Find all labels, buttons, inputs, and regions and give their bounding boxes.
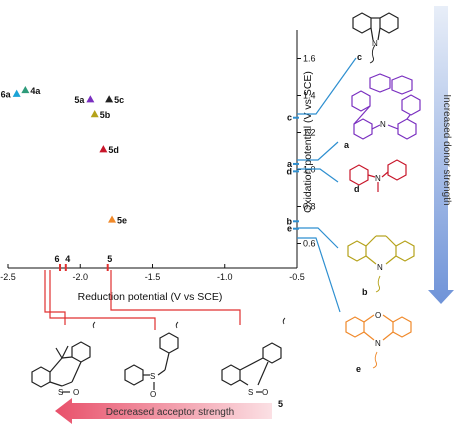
acceptor-6-atom-s: S [58, 388, 63, 397]
donor-structure-d [349, 159, 407, 192]
acceptor-5-label: 5 [278, 399, 283, 409]
donor-structure-c [352, 12, 399, 64]
y-marker-label-c: c [287, 113, 292, 123]
y-tick-label: 1.2 [303, 128, 316, 138]
donor-structure-b [347, 235, 415, 293]
x-tick-label: -2.0 [72, 272, 88, 282]
acceptor-6-atom-o: O [73, 388, 79, 397]
donor-structure-e [345, 314, 412, 369]
point-label-5b: 5b [100, 110, 111, 120]
donor-e-atom-n: N [375, 339, 381, 348]
acceptor-structure-5 [221, 317, 286, 393]
acceptor-5-atom-s: S [248, 388, 253, 397]
y-tick-label: 1.4 [303, 91, 316, 101]
point-label-6a: 6a [1, 90, 12, 100]
point-label-5c: 5c [114, 95, 124, 105]
acceptor-structure-6 [31, 321, 96, 393]
point-label-5a: 5a [74, 95, 85, 105]
point-4a [21, 85, 30, 94]
x-tick-label: -0.5 [289, 272, 305, 282]
connector-donor-c [297, 57, 357, 115]
donor-e-label: e [356, 364, 361, 374]
donor-e-atom-o: O [375, 311, 381, 320]
donor-d-atom: N [375, 174, 381, 183]
x-marker-label-4: 4 [65, 254, 70, 264]
point-label-4a: 4a [30, 86, 41, 96]
donor-a-atom: N [380, 120, 386, 129]
y-tick-label: 1.6 [303, 54, 316, 64]
connector-donor-e [297, 237, 341, 313]
scatter-plot: -2.5-2.0-1.5-1.0-0.5 0.60.81.01.21.41.6 … [0, 30, 316, 303]
donor-c-label: c [357, 52, 362, 62]
y-tick-label: 0.6 [303, 239, 316, 249]
connector-acceptor-5 [110, 270, 241, 325]
donor-b-atom: N [377, 263, 383, 272]
x-axis-ticks: -2.5 -2.0 -1.5 -1.0 -0.5 [0, 264, 305, 282]
donor-strength-arrow: Increased donor strength [428, 6, 454, 304]
donor-d-label: d [354, 184, 360, 194]
point-5e [108, 215, 117, 223]
point-5b [90, 110, 99, 118]
donor-arrow-text: Increased donor strength [441, 94, 452, 205]
point-5d [99, 145, 108, 153]
x-marker-label-6: 6 [55, 254, 60, 264]
donor-a-label: a [344, 140, 350, 150]
connector-donor-d [297, 168, 339, 183]
y-marker-label-d: d [287, 166, 293, 176]
point-5a [86, 95, 95, 103]
point-6a [12, 89, 21, 97]
acceptor-strength-arrow: Decreased acceptor strength [55, 398, 272, 424]
acceptor-structure-4 [124, 321, 179, 390]
connector-acceptor-6 [44, 270, 66, 325]
connector-lines [44, 57, 357, 330]
connector-acceptor-4 [49, 270, 156, 330]
donor-c-atom: N [372, 39, 378, 48]
x-tick-label: -1.0 [217, 272, 233, 282]
y-tick-label: 0.8 [303, 202, 316, 212]
x-axis-title: Reduction potential (V vs SCE) [78, 291, 223, 303]
x-tick-label: -2.5 [0, 272, 16, 282]
x-tick-label: -1.5 [145, 272, 161, 282]
donor-structure-a [351, 73, 421, 140]
acceptor-4-atom-o: O [150, 390, 156, 399]
acceptor-5-atom-o: O [262, 388, 268, 397]
point-label-5e: 5e [117, 215, 127, 225]
y-marker-label-b: b [287, 216, 293, 226]
point-label-5d: 5d [108, 145, 119, 155]
donor-b-label: b [362, 287, 368, 297]
y-axis-title: Oxidation potential (V vs SCE) [302, 71, 314, 213]
point-5c [105, 95, 114, 103]
y-marker-label-a: a [287, 159, 293, 169]
connector-donor-b [297, 227, 339, 249]
connector-donor-a [297, 141, 339, 161]
acceptor-4-atom-s: S [150, 372, 155, 381]
y-marker-label-e: e [287, 224, 292, 234]
x-marker-label-5: 5 [107, 254, 112, 264]
acceptor-arrow-text: Decreased acceptor strength [106, 407, 234, 418]
